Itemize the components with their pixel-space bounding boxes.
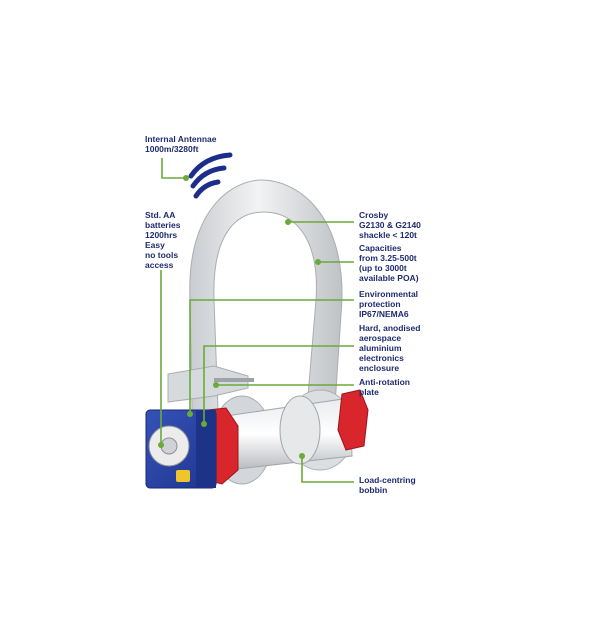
capacities-line-1: Capacities (359, 243, 402, 253)
environmental-label: Environmental protection IP67/NEMA6 (359, 289, 418, 319)
batteries-line-2: batteries (145, 220, 181, 230)
bobbin-label: Load-centring bobbin (359, 475, 416, 495)
batteries-line-5: no tools (145, 250, 179, 260)
enclosure-line-3: aluminium (359, 343, 402, 353)
wifi-icon (188, 152, 233, 199)
batteries-line-6: access (145, 260, 174, 270)
capacities-line-4: available POA) (359, 273, 419, 283)
batteries-label: Std. AA batteries 1200hrs Easy no tools … (145, 210, 180, 270)
crosby-line-2: G2130 & G2140 (359, 220, 421, 230)
antenna-line-2: 1000m/3280ft (145, 144, 199, 154)
anti-rotation-plate (167, 365, 249, 403)
enclosure-line-4: electronics (359, 353, 404, 363)
antirotation-label: Anti-rotation plate (359, 377, 410, 397)
antirotation-line-2: plate (359, 387, 379, 397)
plate-bar (214, 378, 254, 382)
enclosure-line-5: enclosure (359, 363, 400, 373)
enclosure-line-2: aerospace (359, 333, 402, 343)
environmental-line-2: protection (359, 299, 401, 309)
environmental-line-3: IP67/NEMA6 (359, 309, 409, 319)
antirotation-line-1: Anti-rotation (359, 377, 410, 387)
capacities-line-2: from 3.25-500t (359, 253, 417, 263)
capacities-label: Capacities from 3.25-500t (up to 3000t a… (359, 243, 419, 283)
bobbin-line-1: Load-centring (359, 475, 416, 485)
crosby-line-1: Crosby (359, 210, 389, 220)
antenna-label: Internal Antennae 1000m/3280ft (145, 134, 216, 154)
environmental-line-1: Environmental (359, 289, 419, 299)
bobbin-line-2: bobbin (359, 485, 388, 495)
red-nut-right (337, 389, 369, 451)
housing-badge (176, 470, 190, 482)
housing-side (196, 410, 216, 488)
leader-lines (160, 158, 354, 483)
crosby-line-3: shackle < 120t (359, 230, 417, 240)
enclosure-line-1: Hard, anodised (359, 323, 421, 333)
leader-dots (158, 175, 321, 459)
crosby-label: Crosby G2130 & G2140 shackle < 120t (359, 210, 421, 240)
enclosure-label: Hard, anodised aerospace aluminium elect… (359, 323, 420, 373)
batteries-line-3: 1200hrs (145, 230, 178, 240)
capacities-line-3: (up to 3000t (359, 263, 407, 273)
batteries-line-1: Std. AA (145, 210, 176, 220)
bobbin-collar (279, 395, 321, 465)
batteries-line-4: Easy (145, 240, 165, 250)
antenna-line-1: Internal Antennae (145, 134, 217, 144)
